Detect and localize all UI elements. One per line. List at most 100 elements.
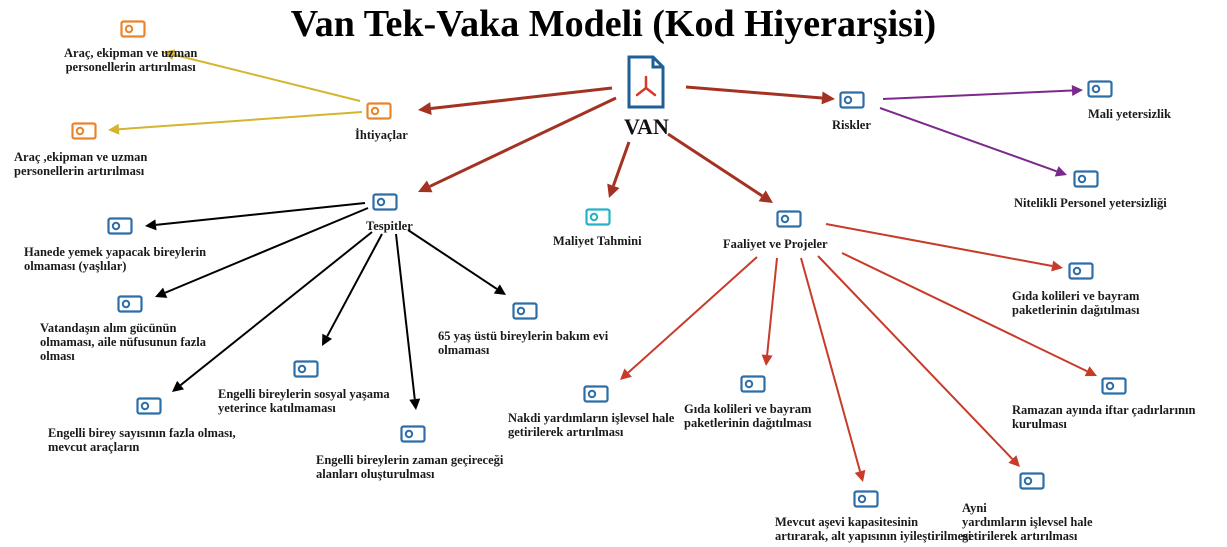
code-icon [583, 385, 609, 403]
node-risk-1: Mali yetersizlik [1088, 107, 1171, 121]
code-icon [372, 193, 398, 211]
arrowhead [418, 180, 433, 193]
arrowhead [493, 284, 506, 295]
node-faaliyet-6: Gıda kolileri ve bayram paketlerinin dağ… [1012, 289, 1140, 317]
code-icon [1101, 377, 1127, 395]
connector-arrow [172, 231, 373, 392]
node-ihtiyac-2: Araç ,ekipman ve uzman personellerin art… [14, 150, 148, 178]
node-riskler: Riskler [832, 118, 871, 132]
node-maliyet: Maliyet Tahmini [553, 234, 642, 248]
connector-line [173, 53, 361, 102]
connector-arrow [761, 257, 778, 366]
connector-arrow [163, 49, 361, 102]
arrowhead [145, 219, 157, 231]
document-icon [626, 55, 666, 109]
connector-arrow [607, 141, 631, 198]
connector-line [879, 107, 1057, 173]
connector-arrow [418, 96, 617, 193]
arrowhead [1051, 260, 1063, 272]
code-icon [776, 210, 802, 228]
connector-line [817, 255, 1014, 460]
arrowhead [108, 123, 120, 135]
arrowhead [620, 368, 632, 380]
diagram-title: Van Tek-Vaka Modeli (Kod Hiyerarşisi) [290, 3, 937, 45]
node-risk-2: Nitelikli Personel yetersizliği [1014, 196, 1167, 210]
code-icon [512, 302, 538, 320]
connector-line [395, 233, 416, 400]
node-tespitler: Tespitler [366, 219, 413, 233]
connector-arrow [882, 85, 1083, 100]
arrowhead [821, 91, 835, 105]
code-icon [585, 208, 611, 226]
node-tespit-3: Engelli birey sayısının fazla olması, me… [48, 426, 236, 454]
node-faaliyet-2: Gıda kolileri ve bayram paketlerinin dağ… [684, 402, 812, 430]
arrowhead [1054, 166, 1067, 177]
code-icon [853, 490, 879, 508]
arrowhead [322, 333, 333, 346]
connector-line [627, 256, 758, 374]
code-icon [120, 20, 146, 38]
connector-line [882, 89, 1073, 100]
arrowhead [607, 183, 620, 198]
arrowhead [172, 380, 185, 392]
code-icon [740, 375, 766, 393]
connector-arrow [817, 255, 1020, 467]
connector-line [611, 141, 631, 187]
connector-arrow [620, 256, 758, 380]
connector-arrow [825, 223, 1063, 272]
connector-arrow [841, 252, 1097, 377]
connector-line [430, 86, 613, 111]
arrowhead [1071, 85, 1083, 96]
arrowhead [163, 49, 176, 60]
connector-arrow [685, 85, 835, 105]
connector-arrow [395, 233, 421, 410]
arrowhead [854, 469, 866, 482]
connector-line [118, 111, 363, 131]
code-icon [117, 295, 143, 313]
node-tespit-2: Vatandaşın alım gücünün olmaması, aile n… [40, 321, 207, 363]
code-icon [839, 91, 865, 109]
connector-arrow [108, 111, 363, 135]
code-icon [1073, 170, 1099, 188]
node-tespit-4: Engelli bireylerin sosyal yaşama yeterin… [218, 387, 390, 415]
node-tespit-1: Hanede yemek yapacak bireylerin olmaması… [24, 245, 207, 273]
connector-line [429, 96, 617, 188]
arrowhead [1084, 366, 1097, 377]
code-icon [293, 360, 319, 378]
arrowhead [1008, 455, 1020, 467]
code-icon [71, 122, 97, 140]
connector-arrow [800, 257, 866, 482]
connector-line [155, 202, 366, 226]
code-icon [1087, 80, 1113, 98]
code-icon [1019, 472, 1045, 490]
connector-line [164, 207, 369, 294]
arrowhead [418, 102, 432, 115]
code-icon [136, 397, 162, 415]
connector-line [685, 85, 823, 100]
connector-arrow [322, 233, 383, 346]
node-faaliyet-4: Ayni yardımların işlevsel hale getiriler… [962, 501, 1093, 543]
arrowhead [409, 398, 421, 410]
connector-line [766, 257, 778, 356]
connector-arrow [879, 107, 1067, 177]
connector-line [841, 252, 1088, 373]
node-ihtiyaclar: İhtiyaçlar [355, 128, 408, 142]
connector-arrow [667, 132, 773, 203]
code-icon [366, 102, 392, 120]
connector-line [326, 233, 383, 337]
node-faaliyet-5: Ramazan ayında iftar çadırlarının kurulm… [1012, 403, 1196, 431]
connector-arrow [407, 229, 506, 295]
code-icon [1068, 262, 1094, 280]
connector-arrow [145, 202, 366, 231]
connector-line [667, 132, 763, 198]
arrowhead [761, 354, 773, 366]
connector-line [407, 229, 498, 290]
node-faaliyet-3: Mevcut aşevi kapasitesinin artırarak, al… [775, 515, 972, 543]
code-icon [107, 217, 133, 235]
code-icon [400, 425, 426, 443]
connector-arrow [418, 86, 613, 115]
node-faaliyet: Faaliyet ve Projeler [723, 237, 828, 251]
node-ihtiyac-1: Araç, ekipman ve uzman personellerin art… [64, 46, 198, 74]
connector-arrow [155, 207, 369, 298]
